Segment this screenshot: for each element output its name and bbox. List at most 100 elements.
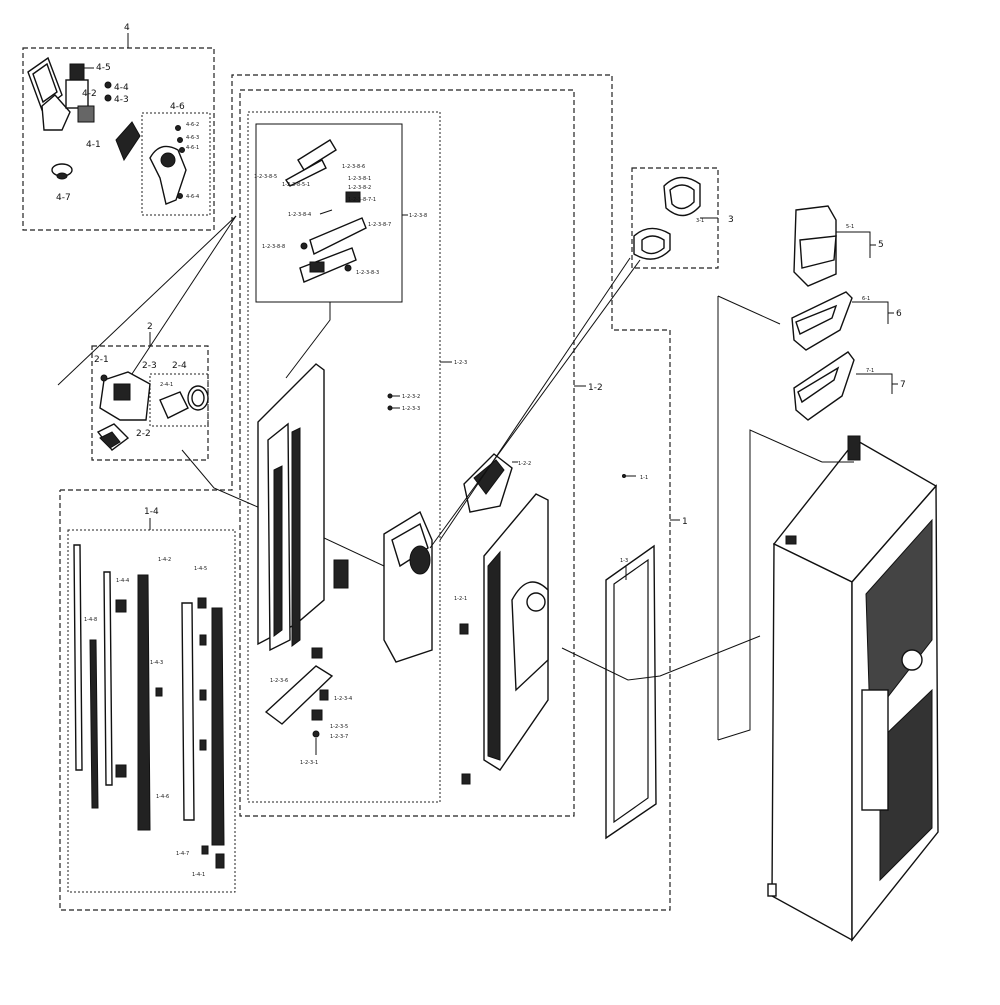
part-1-2-1-b [461, 773, 471, 785]
label-4-6-1: 4-6-1 [186, 145, 199, 151]
label-4: 4 [124, 23, 130, 33]
screw-4-3 [104, 94, 112, 102]
pin-1-2-3-8-4 [319, 209, 333, 215]
label-2-4-1: 2-4-1 [160, 382, 173, 388]
housing-1-2-3-8-b [299, 247, 357, 283]
label-6: 6 [896, 309, 902, 319]
filter-plate-inner [32, 62, 58, 104]
group-4-boundary [22, 47, 215, 231]
label-3: 3 [728, 215, 734, 225]
label-1-2-3-8-3: 1-2-3-8-3 [356, 270, 379, 276]
part-4-1-motor [77, 105, 95, 123]
group-2: 2 2-1 2-3 2-4 2-4-1 2-2 [91, 322, 209, 461]
part-1-4-1 [215, 853, 225, 869]
label-1-4-7: 1-4-7 [176, 851, 189, 857]
group-1-2-3-8: 1-2-3-8-6 1-2-3-8-5 1-2-3-8-5-1 1-2-3-8-… [254, 139, 427, 283]
label-2-4: 2-4 [172, 361, 187, 371]
part-1-2-3-5 [311, 709, 323, 721]
label-4-1: 4-1 [86, 140, 101, 150]
label-4-6-3: 4-6-3 [186, 135, 199, 141]
group-1-boundary [59, 74, 671, 911]
label-1-4-2: 1-4-2 [158, 557, 171, 563]
strip-1-4-8 [89, 639, 99, 809]
bracket-4-1 [41, 94, 71, 131]
label-1-4-1: 1-4-1 [192, 872, 205, 878]
label-1-2-3-8-8: 1-2-3-8-8 [262, 244, 285, 250]
group-1-2-boundary [239, 89, 575, 817]
label-5: 5 [878, 240, 884, 250]
label-1-4-5: 1-4-5 [194, 566, 207, 572]
screw-1-2-3-8-3 [344, 264, 352, 272]
group-1-2-3-boundary [247, 111, 441, 803]
label-1-2-3-8: 1-2-3-8 [409, 213, 427, 219]
part-1-2-3-8-8 [300, 242, 308, 250]
label-1-2-3-1: 1-2-3-1 [300, 760, 318, 766]
part-2-4-1 [159, 391, 189, 419]
label-4-2: 4-2 [82, 89, 97, 99]
bracket-1-2-3-8-5 [284, 159, 327, 187]
group-1-2-3: 1-2-3-2 1-2-3-3 1-2-3-6 1-2-3-4 1-2-3-5 … [257, 360, 467, 766]
rail-1-4 [137, 574, 151, 831]
ice-bucket-top [391, 522, 429, 568]
part-1-4-7 [201, 845, 209, 855]
label-1-2-3-8-4: 1-2-3-8-4 [288, 212, 311, 218]
label-4-6-2: 4-6-2 [186, 122, 199, 128]
label-7-1: 7-1 [866, 368, 874, 374]
group-4-6-boundary [141, 112, 211, 216]
screw-2-1 [100, 374, 108, 382]
part-1-2-3-4 [319, 689, 329, 701]
label-1-2-3-8-5-1: 1-2-3-8-5-1 [282, 182, 310, 188]
strip-1-4-b [103, 571, 113, 786]
label-1-2-3: 1-2-3 [454, 360, 467, 366]
part-1-2-3-8-1 [345, 191, 361, 203]
label-1-2-2: 1-2-2 [518, 461, 531, 467]
strip-1-4-a [73, 544, 83, 771]
label-1: 1 [682, 517, 688, 527]
label-4-5: 4-5 [96, 63, 111, 73]
label-1-2-3-6: 1-2-3-6 [270, 678, 288, 684]
compressor-panel [861, 689, 889, 811]
label-7: 7 [900, 380, 906, 390]
refrigerator-cabinet [767, 435, 939, 943]
back-panel-upper [865, 518, 933, 722]
label-4-6: 4-6 [170, 102, 185, 112]
group-1-2: 1-2-2 1-2-1 1-2 [383, 383, 603, 785]
label-1-2-3-8-1: 1-2-3-8-1 [348, 176, 371, 182]
label-1-2-3-8-5: 1-2-3-8-5 [254, 174, 277, 180]
label-1-4-6: 1-4-6 [156, 794, 169, 800]
label-1-2: 1-2 [588, 383, 603, 393]
label-6-1: 6-1 [862, 296, 870, 302]
group-1-misc: 1-1 1 1-3 [605, 474, 688, 840]
label-5-1: 5-1 [846, 224, 854, 230]
cover-1-2-3-6 [264, 665, 334, 725]
label-1-2-3-5: 1-2-3-5 [330, 724, 348, 730]
label-3-1: 3-1 [696, 218, 704, 224]
part-4-6 [149, 145, 187, 205]
group-4: 4 4-6 4-5 4-2 4-4 4-3 4-1 4-7 4-6-2 4-6-… [22, 23, 215, 231]
label-2-2: 2-2 [136, 429, 151, 439]
bracket-1-2-3-8-6 [297, 139, 337, 171]
label-1-2-3-8-6: 1-2-3-8-6 [342, 164, 365, 170]
label-1-2-1: 1-2-1 [454, 596, 467, 602]
group-1-4: 1-4 1-4-2 1-4-5 1-4-4 1-4-8 1-4-3 1-4-6 … [67, 507, 236, 893]
cabinet-side [771, 542, 853, 942]
panel-4-6 [115, 121, 141, 162]
label-1-3: 1-3 [620, 558, 628, 564]
screw-1-2-3-7 [312, 730, 320, 738]
label-1-2-3-2: 1-2-3-2 [402, 394, 420, 400]
rail-1-4-c [211, 607, 225, 846]
duct-1-2-3 [257, 363, 325, 646]
label-2-3: 2-3 [142, 361, 157, 371]
rail-1-4-6 [181, 602, 195, 821]
label-4-3: 4-3 [114, 95, 129, 105]
label-1-4-3: 1-4-3 [150, 660, 163, 666]
housing-1-2-3-8 [309, 217, 367, 256]
label-1-4-4: 1-4-4 [116, 578, 129, 584]
back-panel-lower [879, 688, 933, 882]
group-bins: 5-1 5 6-1 6 7-1 7 [717, 205, 906, 740]
screw-4-4 [104, 81, 112, 89]
label-1-2-3-8-7: 1-2-3-8-7 [368, 222, 391, 228]
label-4-4: 4-4 [114, 83, 129, 93]
